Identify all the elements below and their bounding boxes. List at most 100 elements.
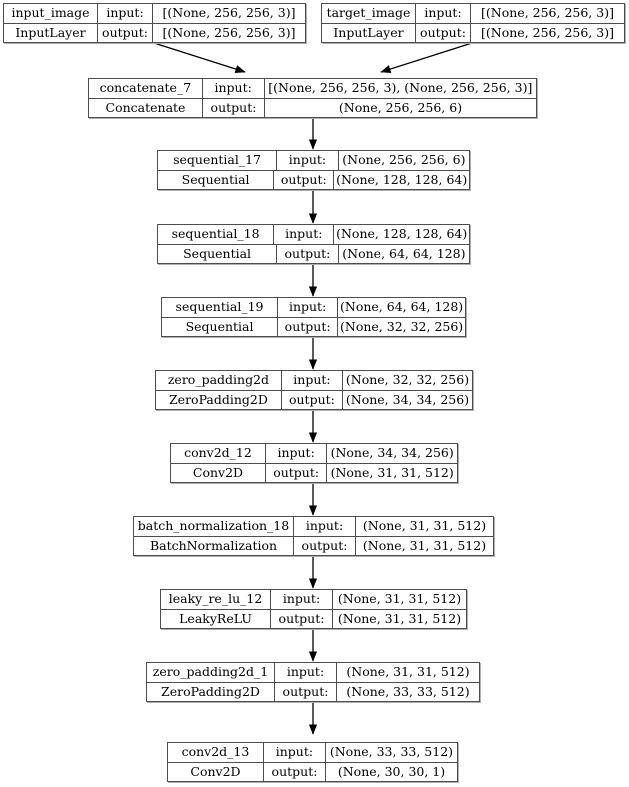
- node-row-output: BatchNormalization output: (None, 31, 31…: [134, 536, 493, 555]
- node-sequential-17[interactable]: sequential_17 input: (None, 256, 256, 6)…: [157, 150, 470, 190]
- node-layer-name: conv2d_13: [168, 743, 264, 762]
- node-input-label: input:: [274, 225, 335, 244]
- node-input-label: input:: [266, 444, 328, 463]
- node-input-label: input:: [277, 151, 339, 170]
- node-input-shape: [(None, 256, 256, 3), (None, 256, 256, 3…: [268, 80, 533, 95]
- node-layer-class: Concatenate: [89, 98, 203, 117]
- node-output-label: output:: [278, 317, 339, 336]
- node-input-shape: (None, 32, 32, 256): [345, 372, 470, 387]
- node-input-shape: (None, 128, 128, 64): [336, 226, 468, 241]
- node-input-shape: (None, 33, 33, 512): [329, 744, 454, 759]
- node-output-label: output:: [266, 463, 328, 482]
- node-zero-padding2d[interactable]: zero_padding2d input: (None, 32, 32, 256…: [155, 370, 473, 410]
- node-layer-name: concatenate_7: [89, 79, 203, 98]
- node-output-label: output:: [274, 170, 335, 189]
- node-row-output: Sequential output: (None, 64, 64, 128): [158, 244, 469, 263]
- node-input-shape: (None, 256, 256, 6): [342, 152, 466, 167]
- node-output-label: output:: [282, 390, 343, 409]
- node-layer-name: input_image: [4, 4, 98, 23]
- node-input-label: input:: [282, 371, 343, 390]
- node-row-output: InputLayer output: [(None, 256, 256, 3)]: [4, 23, 305, 42]
- node-conv2d-13[interactable]: conv2d_13 input: (None, 33, 33, 512) Con…: [167, 742, 458, 782]
- node-row-input: input_image input: [(None, 256, 256, 3)]: [4, 4, 305, 24]
- node-output-shape: (None, 64, 64, 128): [342, 245, 466, 261]
- node-input-label: input:: [264, 743, 326, 762]
- node-row-output: Sequential output: (None, 128, 128, 64): [158, 170, 469, 189]
- node-input-label: input:: [98, 4, 153, 23]
- node-layer-name: target_image: [322, 4, 416, 23]
- node-target-image[interactable]: target_image input: [(None, 256, 256, 3)…: [321, 3, 625, 43]
- node-input-label: input:: [278, 298, 339, 317]
- edge-input-image-to-concatenate: [153, 42, 246, 74]
- node-output-label: output:: [416, 23, 471, 42]
- node-output-label: output:: [271, 609, 333, 628]
- node-input-image[interactable]: input_image input: [(None, 256, 256, 3)]…: [3, 3, 306, 43]
- node-input-label: input:: [294, 517, 356, 536]
- node-batch-normalization-18[interactable]: batch_normalization_18 input: (None, 31,…: [133, 516, 494, 556]
- node-row-output: Conv2D output: (None, 31, 31, 512): [171, 463, 457, 482]
- node-layer-name: sequential_18: [158, 225, 275, 244]
- node-output-label: output:: [98, 23, 153, 42]
- node-conv2d-12[interactable]: conv2d_12 input: (None, 34, 34, 256) Con…: [170, 443, 458, 483]
- node-input-shape: (None, 31, 31, 512): [337, 591, 462, 606]
- node-layer-class: ZeroPadding2D: [147, 682, 275, 701]
- node-row-input: zero_padding2d input: (None, 32, 32, 256…: [156, 371, 472, 391]
- node-row-input: sequential_17 input: (None, 256, 256, 6): [158, 151, 469, 171]
- node-layer-name: sequential_19: [162, 298, 279, 317]
- node-row-output: ZeroPadding2D output: (None, 33, 33, 512…: [147, 682, 479, 701]
- node-row-output: Sequential output: (None, 32, 32, 256): [162, 317, 465, 336]
- node-layer-class: Sequential: [158, 170, 275, 189]
- node-output-label: output:: [294, 536, 356, 555]
- edge-target-image-to-concatenate: [380, 42, 473, 74]
- node-output-shape: (None, 31, 31, 512): [337, 610, 462, 626]
- node-output-shape: (None, 32, 32, 256): [340, 318, 464, 334]
- node-row-input: sequential_19 input: (None, 64, 64, 128): [162, 298, 465, 318]
- node-input-label: input:: [275, 663, 337, 682]
- node-input-label: input:: [416, 4, 471, 23]
- node-output-label: output:: [264, 762, 326, 781]
- node-row-input: conv2d_13 input: (None, 33, 33, 512): [168, 743, 457, 763]
- node-row-output: Concatenate output: (None, 256, 256, 6): [89, 98, 536, 117]
- node-layer-name: zero_padding2d_1: [147, 663, 275, 682]
- node-input-shape: [(None, 256, 256, 3)]: [162, 5, 296, 20]
- node-row-input: zero_padding2d_1 input: (None, 31, 31, 5…: [147, 663, 479, 683]
- node-input-shape: (None, 31, 31, 512): [346, 664, 470, 679]
- node-layer-name: sequential_17: [158, 151, 278, 170]
- node-layer-name: conv2d_12: [171, 444, 266, 463]
- node-input-shape: (None, 34, 34, 256): [330, 445, 454, 460]
- node-output-label: output:: [277, 244, 339, 263]
- node-output-shape: (None, 30, 30, 1): [337, 763, 446, 779]
- node-layer-class: ZeroPadding2D: [156, 390, 282, 409]
- node-row-input: concatenate_7 input: [(None, 256, 256, 3…: [89, 79, 536, 99]
- node-row-input: target_image input: [(None, 256, 256, 3)…: [322, 4, 624, 24]
- node-layer-class: InputLayer: [4, 23, 98, 42]
- node-input-shape: (None, 31, 31, 512): [362, 518, 487, 533]
- node-row-output: LeakyReLU output: (None, 31, 31, 512): [161, 609, 466, 628]
- node-layer-class: Sequential: [162, 317, 279, 336]
- node-input-shape: (None, 64, 64, 128): [340, 299, 464, 314]
- node-layer-class: Sequential: [158, 244, 278, 263]
- node-sequential-18[interactable]: sequential_18 input: (None, 128, 128, 64…: [157, 224, 470, 264]
- node-leaky-re-lu-12[interactable]: leaky_re_lu_12 input: (None, 31, 31, 512…: [160, 589, 467, 629]
- node-layer-class: Conv2D: [168, 762, 264, 781]
- node-output-shape: (None, 31, 31, 512): [362, 537, 487, 553]
- node-input-label: input:: [271, 590, 333, 609]
- node-output-shape: (None, 31, 31, 512): [330, 464, 454, 480]
- node-output-shape: (None, 128, 128, 64): [336, 171, 468, 187]
- node-zero-padding2d-1[interactable]: zero_padding2d_1 input: (None, 31, 31, 5…: [146, 662, 480, 702]
- node-layer-class: Conv2D: [171, 463, 266, 482]
- node-layer-class: LeakyReLU: [161, 609, 271, 628]
- node-output-shape: (None, 34, 34, 256): [345, 391, 470, 407]
- node-sequential-19[interactable]: sequential_19 input: (None, 64, 64, 128)…: [161, 297, 466, 337]
- node-output-label: output:: [275, 682, 337, 701]
- node-output-shape: (None, 33, 33, 512): [346, 683, 470, 699]
- node-layer-name: zero_padding2d: [156, 371, 282, 390]
- node-output-shape: (None, 256, 256, 6): [338, 99, 463, 115]
- node-concatenate-7[interactable]: concatenate_7 input: [(None, 256, 256, 3…: [88, 78, 537, 118]
- node-row-input: sequential_18 input: (None, 128, 128, 64…: [158, 225, 469, 245]
- node-output-shape: [(None, 256, 256, 3)]: [481, 24, 614, 40]
- node-output-label: output:: [203, 98, 265, 117]
- node-row-input: batch_normalization_18 input: (None, 31,…: [134, 517, 493, 537]
- node-layer-class: BatchNormalization: [134, 536, 294, 555]
